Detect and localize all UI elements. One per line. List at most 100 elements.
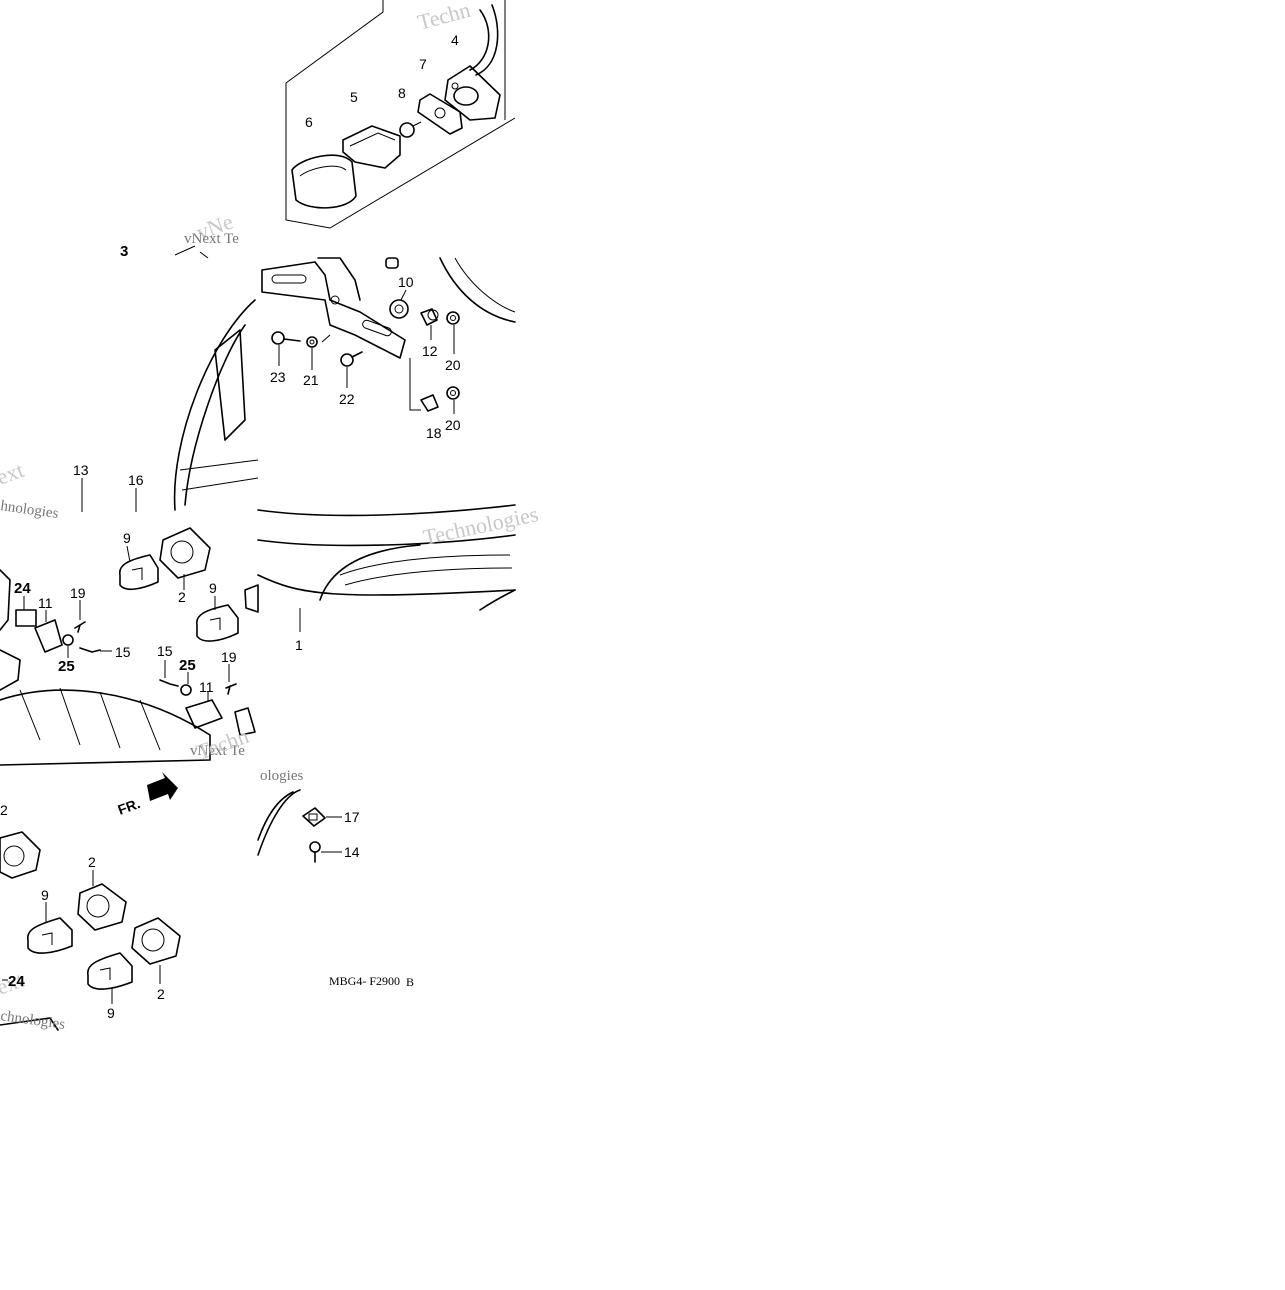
part-label-20: 20: [445, 357, 461, 373]
part-label-5: 5: [350, 89, 358, 105]
part-label-1: 1: [295, 637, 303, 653]
part-label-9: 9: [123, 530, 131, 546]
tail-cover-line: [454, 257, 516, 313]
part-label-25: 25: [179, 657, 196, 674]
screw-part-19b: [225, 683, 237, 695]
leader-21-extra: [321, 334, 331, 343]
part-label-23: 23: [270, 369, 286, 385]
watermark: vNext Te: [190, 743, 245, 759]
diagram-code: MBG4- F2900: [329, 974, 400, 988]
clip-part-24: [15, 609, 37, 627]
part-label-21: 21: [303, 372, 319, 388]
watermarks: Techn vNe vNext Te Technologies ext hnol…: [0, 0, 540, 1033]
screw-part-14: [309, 841, 342, 863]
part-label-15: 15: [115, 644, 131, 660]
collar-part-18: [420, 394, 439, 412]
housing-part-5: [342, 125, 401, 169]
bolt-part-22: [340, 351, 363, 367]
part-label-24: 24: [8, 973, 25, 990]
fender-stripes: [339, 554, 513, 586]
socket-2-top: [159, 527, 211, 590]
left-edge-part: [0, 569, 11, 631]
tile-lower-sockets: [0, 772, 342, 1031]
wire-harness: [469, 4, 499, 76]
grommet-part-10: [385, 257, 409, 319]
clip-part-17: [302, 807, 342, 827]
fender-tip: [479, 589, 516, 611]
part-label-3: 3: [120, 243, 128, 260]
part-label-17: 17: [344, 809, 360, 825]
part-label-11: 11: [38, 595, 53, 611]
part-label-10: 10: [398, 274, 414, 290]
watermark: Techn: [415, 0, 473, 35]
part-label-8: 8: [398, 85, 406, 101]
socket-edge-right: [244, 584, 259, 613]
part-label-15: 15: [157, 643, 173, 659]
part-label-12: 12: [422, 343, 438, 359]
tail-cover-curve: [439, 257, 516, 323]
socket-part-4: [444, 65, 501, 121]
bulb-9-bottom: [87, 952, 133, 1004]
part-label-20: 20: [445, 417, 461, 433]
lower-housing-ribs: [19, 687, 161, 751]
bulb-9-top: [119, 545, 159, 591]
nut-part-20a: [446, 311, 460, 325]
fender-lower: [257, 574, 516, 596]
watermark: ext: [0, 457, 27, 490]
part-label-2: 2: [0, 802, 8, 818]
leader-18: [409, 358, 421, 411]
screw-part-19a: [74, 621, 86, 633]
lens-part-6: [291, 154, 357, 209]
diagram-code-suffix: B: [406, 975, 414, 989]
tile-bulbs-sockets: [15, 527, 259, 736]
part-label-2: 2: [178, 589, 186, 605]
lower-housing: [0, 689, 211, 766]
part-label-24: 24: [14, 580, 31, 597]
taillight-window: [214, 329, 246, 441]
part-3-stud: [174, 245, 209, 259]
part-label-9: 9: [107, 1005, 115, 1021]
watermark: ologies: [260, 768, 303, 784]
screw-part-15a: [79, 647, 101, 653]
part-label-18: 18: [426, 425, 442, 441]
bracket-part-11a: [34, 619, 63, 653]
part-label-4: 4: [451, 32, 459, 48]
leader-10: [400, 289, 407, 301]
inset-box-outline: [285, 0, 516, 229]
part-label-13: 13: [73, 462, 89, 478]
watermark: chnologies: [0, 1008, 66, 1033]
part-label-6: 6: [305, 114, 313, 130]
bulb-part-8: [399, 121, 422, 138]
bracket-part-11b: [185, 699, 223, 729]
fender-ridge: [319, 544, 421, 601]
collar-part-12: [420, 308, 439, 326]
bolt-part-23: [271, 331, 301, 345]
part-label-16: 16: [128, 472, 144, 488]
socket-2-left: [0, 831, 41, 879]
part-label-19: 19: [221, 649, 237, 665]
fender-edge: [257, 504, 516, 517]
part-label-2: 2: [157, 986, 165, 1002]
part-labels: 1 2 2 2 2 3 4 5 6 7 8 9 9 9 9 10 11 11 1…: [0, 32, 461, 1021]
part-label-9: 9: [41, 887, 49, 903]
front-label: FR.: [116, 795, 143, 818]
part-label-22: 22: [339, 391, 355, 407]
tile-taillight-body: [0, 245, 259, 766]
license-bracket: [261, 257, 406, 359]
part-label-2: 2: [88, 854, 96, 870]
socket-2-bottom: [131, 917, 181, 984]
left-edge-tab: [0, 649, 21, 691]
part-label-25: 25: [58, 658, 75, 675]
taillight-stripe: [179, 459, 259, 491]
tile-taillight-assembly: [285, 0, 516, 229]
screw-part-15b: [159, 679, 179, 687]
bulb-9-right: [196, 596, 239, 642]
part-label-11: 11: [199, 679, 214, 695]
part-label-14: 14: [344, 844, 360, 860]
tile-license-bracket: [257, 257, 516, 632]
washer-part-25a: [62, 634, 74, 646]
lower-edge-part: [0, 1017, 59, 1031]
fender-line: [257, 534, 516, 547]
